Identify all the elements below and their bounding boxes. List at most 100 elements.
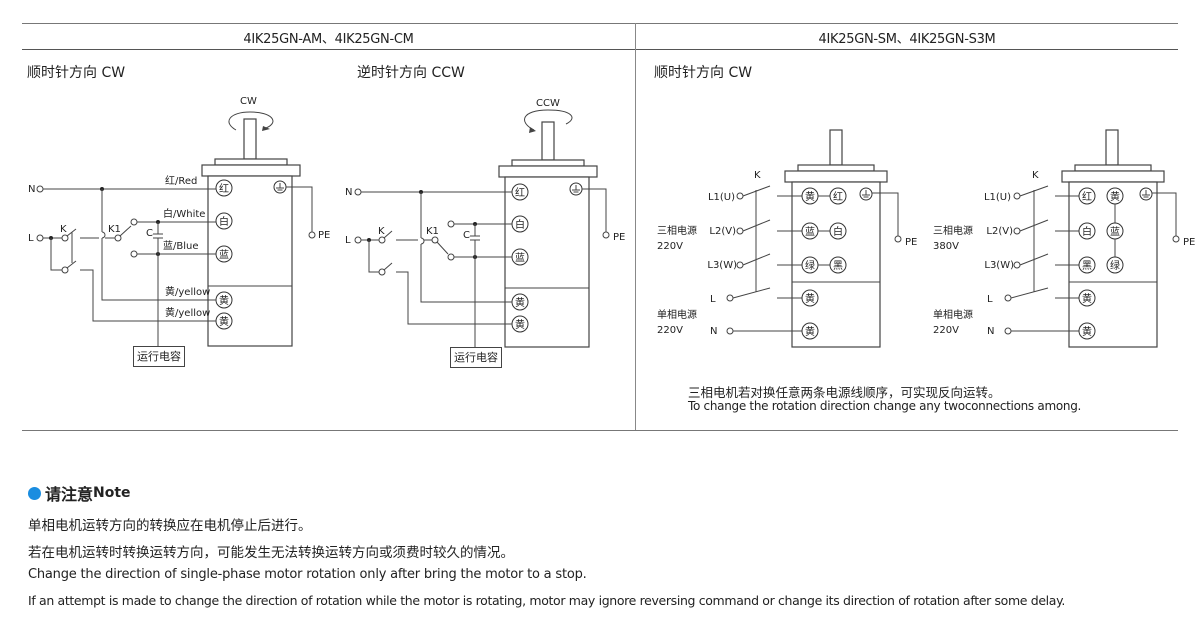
terminal-white: 白 bbox=[511, 215, 529, 233]
terminal-yellow-brake-2: 黄 bbox=[1078, 322, 1096, 340]
table-bottom-border bbox=[22, 430, 1178, 431]
yellow-wire-label-1: 黄/yellow bbox=[165, 285, 210, 298]
header-bottom-border bbox=[22, 49, 1178, 50]
three-phase-voltage-label: 380V bbox=[933, 241, 959, 252]
rotation-label: CCW bbox=[536, 98, 560, 109]
diagram-three-phase-220v: K L1(U) 黄 红 L2(V) 三相电源 220V 蓝 白 L3(W) 绿 … bbox=[657, 129, 917, 348]
arrow-head-icon bbox=[262, 126, 270, 131]
run-capacitor-box-cw: 运行电容 bbox=[133, 346, 185, 367]
capacitor-label: C bbox=[146, 228, 153, 239]
terminal-red: 红 bbox=[215, 179, 233, 197]
l2-label: L2(V) bbox=[709, 226, 736, 237]
note-line-4: If an attempt is made to change the dire… bbox=[28, 593, 1065, 608]
svg-text:绿: 绿 bbox=[1110, 259, 1120, 272]
three-phase-voltage-label: 220V bbox=[657, 241, 683, 252]
single-phase-source-label: 单相电源 bbox=[933, 308, 973, 321]
l3-label: L3(W) bbox=[707, 260, 737, 271]
svg-text:黄: 黄 bbox=[219, 294, 229, 307]
note-line-2: 若在电机运转时转换运转方向，可能发生无法转换运转方向或须费时较久的情况。 bbox=[28, 545, 514, 561]
motor-flange-top bbox=[1074, 164, 1152, 172]
terminal-green: 绿 bbox=[1106, 256, 1124, 274]
motor-flange-top bbox=[511, 159, 585, 167]
cw-direction-label: 顺时针方向 CW bbox=[27, 65, 126, 81]
n-terminal bbox=[354, 188, 362, 196]
terminal-white: 白 bbox=[215, 212, 233, 230]
svg-text:黑: 黑 bbox=[1082, 260, 1092, 272]
n-label: N bbox=[28, 184, 35, 195]
note-title-en: Note bbox=[93, 485, 131, 501]
terminal-yellow-2: 黄 bbox=[511, 315, 529, 333]
svg-text:黄: 黄 bbox=[1082, 292, 1092, 305]
svg-text:白: 白 bbox=[219, 215, 229, 228]
diagram-single-phase-cw: CW 红 白 蓝 黄 黄 PE N 红/Red 黄/yellow L bbox=[28, 96, 330, 347]
arrow-head-icon bbox=[529, 127, 536, 133]
diagram-three-phase-380v: K L1(U) 红 黄 L2(V) 三相电源 380V 白 蓝 L3(W) 黑 … bbox=[933, 129, 1195, 348]
svg-text:蓝: 蓝 bbox=[1110, 226, 1120, 238]
motor-flange bbox=[784, 170, 888, 183]
motor-shaft bbox=[1105, 129, 1119, 166]
blue-wire-label: 蓝/Blue bbox=[163, 240, 199, 252]
ccw-direction-label: 逆时针方向 CCW bbox=[357, 65, 465, 81]
svg-text:红: 红 bbox=[1082, 190, 1092, 203]
svg-text:蓝: 蓝 bbox=[805, 226, 815, 238]
motor-flange-top bbox=[797, 164, 875, 172]
n-label: N bbox=[987, 326, 994, 337]
pe-label: PE bbox=[613, 232, 625, 243]
switch-k-blade-2 bbox=[66, 260, 77, 269]
switch-k-label: K bbox=[378, 226, 385, 237]
single-phase-voltage-label: 220V bbox=[657, 325, 683, 336]
rotation-arrow-icon bbox=[228, 111, 274, 131]
table-top-border bbox=[22, 23, 1178, 24]
terminal-white: 白 bbox=[829, 222, 847, 240]
motor-flange bbox=[498, 165, 598, 178]
svg-text:黄: 黄 bbox=[805, 190, 815, 203]
pe-terminal bbox=[602, 231, 610, 239]
pe-label: PE bbox=[1183, 237, 1195, 248]
svg-text:黄: 黄 bbox=[805, 325, 815, 338]
rotation-arrow-icon bbox=[524, 109, 573, 131]
terminal-blue: 蓝 bbox=[1106, 222, 1124, 240]
svg-text:黄: 黄 bbox=[515, 296, 525, 309]
motor-flange bbox=[201, 164, 301, 177]
yellow-wire-1 bbox=[101, 238, 216, 301]
note-heading: 请注意 Note bbox=[28, 481, 131, 505]
svg-text:蓝: 蓝 bbox=[219, 249, 229, 261]
terminal-yellow-1: 黄 bbox=[215, 291, 233, 309]
svg-text:红: 红 bbox=[219, 182, 229, 195]
switch-k1-blade bbox=[119, 225, 132, 237]
pe-label: PE bbox=[905, 237, 917, 248]
note-line-3: Change the direction of single-phase mot… bbox=[28, 567, 587, 582]
three-phase-cw-direction-label: 顺时针方向 CW bbox=[654, 65, 753, 81]
ground-terminal-icon bbox=[569, 182, 583, 196]
terminal-green: 绿 bbox=[801, 256, 819, 274]
motor-flange bbox=[1061, 170, 1165, 183]
right-model-title: 4IK25GN-SM、4IK25GN-S3M bbox=[818, 32, 996, 47]
svg-text:黄: 黄 bbox=[515, 318, 525, 331]
yellow-wire-2 bbox=[80, 269, 216, 322]
motor-shaft bbox=[829, 129, 843, 166]
l1-label: L1(U) bbox=[708, 192, 735, 203]
svg-text:红: 红 bbox=[833, 190, 843, 203]
switch-k-label: K bbox=[60, 224, 67, 235]
svg-text:红: 红 bbox=[515, 186, 525, 199]
ground-terminal-icon bbox=[1139, 187, 1153, 201]
switch-k-label: K bbox=[1032, 170, 1039, 181]
motor-flange-top bbox=[214, 158, 288, 166]
svg-text:黄: 黄 bbox=[1082, 325, 1092, 338]
terminal-yellow-brake-1: 黄 bbox=[1078, 289, 1096, 307]
l-terminal bbox=[36, 234, 44, 242]
svg-text:黄: 黄 bbox=[805, 292, 815, 305]
pe-wire bbox=[582, 188, 607, 232]
ground-terminal-icon bbox=[273, 180, 287, 194]
l-label: L bbox=[28, 233, 34, 244]
diagram-single-phase-ccw: CCW 红 白 蓝 黄 黄 PE N L K K1 bbox=[345, 98, 625, 348]
n-terminal bbox=[36, 185, 44, 193]
pe-label: PE bbox=[318, 230, 330, 241]
svg-text:黑: 黑 bbox=[833, 260, 843, 272]
ground-terminal-icon bbox=[859, 187, 873, 201]
red-wire-label: 红/Red bbox=[165, 174, 197, 187]
terminal-blue: 蓝 bbox=[215, 245, 233, 263]
note-title-zh: 请注意 bbox=[45, 485, 94, 504]
svg-text:白: 白 bbox=[515, 218, 525, 231]
yellow-wire-label-2: 黄/yellow bbox=[165, 306, 210, 319]
